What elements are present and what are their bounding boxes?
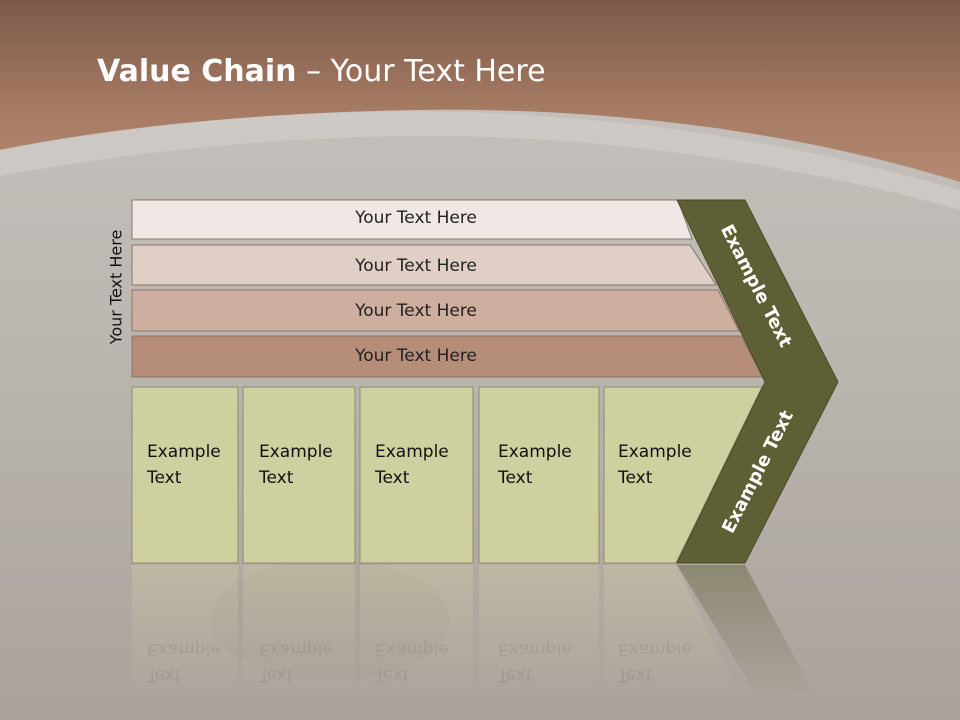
card-shape <box>131 386 239 564</box>
reflection-group <box>132 565 740 695</box>
bar-shape <box>131 199 693 240</box>
card-shape <box>242 386 356 564</box>
cards-group <box>131 386 763 564</box>
chevron-shape <box>676 199 839 564</box>
title-rest: – Your Text Here <box>296 54 546 89</box>
bar-shape <box>131 289 740 332</box>
side-label-text: Your Text Here <box>106 229 126 345</box>
card-reflection-shape <box>132 565 238 695</box>
card-shape <box>478 386 600 564</box>
header-band <box>0 0 960 182</box>
card-reflection-shape <box>243 565 355 695</box>
bar-label: Your Text Here <box>355 208 477 228</box>
header-swoosh <box>0 111 960 210</box>
bar-label: Your Text Here <box>355 346 477 366</box>
bar-label: Your Text Here <box>355 301 477 321</box>
card-reflection-shape <box>360 565 473 695</box>
card-shape <box>359 386 474 564</box>
bar-shape <box>131 244 717 286</box>
title-bold: Value Chain <box>97 54 297 89</box>
bar-label: Your Text Here <box>355 256 477 276</box>
slide-title: Value Chain – Your Text Here <box>97 54 546 89</box>
card-shape <box>603 386 763 564</box>
bars-group <box>131 199 764 378</box>
chevron-reflection <box>677 565 812 700</box>
card-reflection-shape <box>479 565 599 695</box>
card-reflection-shape <box>604 565 740 695</box>
